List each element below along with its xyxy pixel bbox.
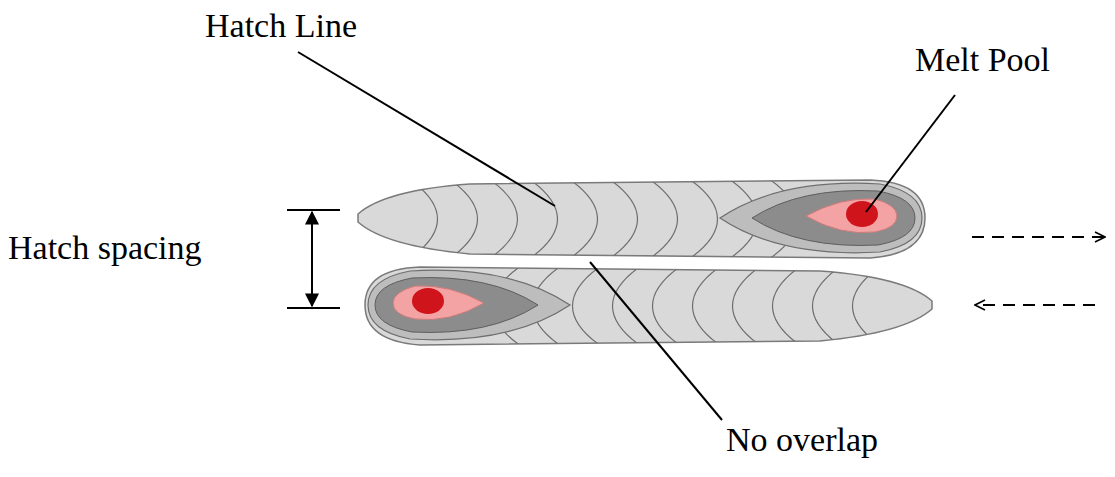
- dimension-cap: [287, 307, 340, 309]
- hatch-spacing-label: Hatch spacing: [8, 228, 202, 269]
- dimension-cap: [287, 209, 340, 211]
- dimension-arrow: [311, 259, 313, 306]
- scan-direction-arrow: [975, 304, 1095, 306]
- hatch-line-label: Hatch Line: [205, 6, 357, 47]
- no-overlap-label: No overlap: [726, 420, 878, 461]
- dimension-arrow: [311, 212, 313, 259]
- leader-line: [298, 52, 555, 206]
- scan-direction-arrow: [972, 236, 1105, 238]
- melt-pool-label: Melt Pool: [915, 40, 1050, 81]
- leader-line: [590, 262, 722, 420]
- leader-line: [866, 95, 955, 212]
